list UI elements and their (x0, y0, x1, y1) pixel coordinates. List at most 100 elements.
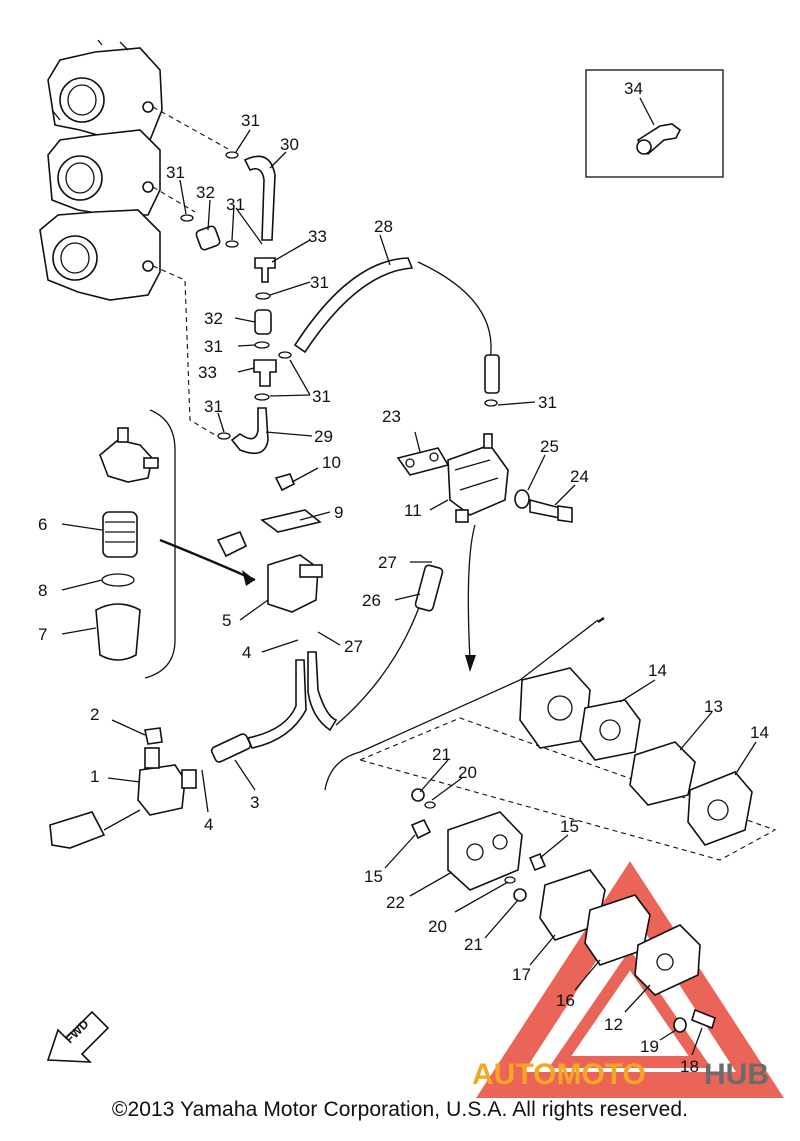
callout-29: 29 (314, 427, 333, 446)
joint-3 (210, 733, 252, 763)
callout-1: 1 (90, 767, 99, 786)
callout-25: 25 (540, 437, 559, 456)
nut-15a (410, 818, 432, 840)
filter-element-6 (102, 511, 138, 558)
callout-7: 7 (38, 625, 47, 644)
callout-21: 21 (464, 935, 483, 954)
callout-5: 5 (222, 611, 231, 630)
callout-18: 18 (680, 1057, 699, 1076)
callout-23: 23 (382, 407, 401, 426)
washer-25 (514, 489, 530, 509)
callout-4: 4 (204, 815, 213, 834)
callout-15: 15 (364, 867, 383, 886)
callout-16: 16 (556, 991, 575, 1010)
callout-31: 31 (204, 397, 223, 416)
fuel-plug (49, 811, 106, 849)
callout-12: 12 (604, 1015, 623, 1034)
carburetor-assembly (39, 39, 163, 301)
callout-20: 20 (428, 917, 447, 936)
part-34-box (585, 69, 724, 178)
callout-34: 34 (624, 79, 643, 98)
callout-27: 27 (378, 553, 397, 572)
callout-28: 28 (374, 217, 393, 236)
callout-2: 2 (90, 705, 99, 724)
hose-28-end (484, 354, 500, 394)
callout-10: 10 (322, 453, 341, 472)
watermark-auto: AUTOMOTO (472, 1058, 646, 1091)
callout-13: 13 (704, 697, 723, 716)
bracket-9 (260, 509, 322, 533)
o-ring-8 (101, 573, 135, 587)
callout-24: 24 (570, 467, 589, 486)
callout-27: 27 (344, 637, 363, 656)
callout-20: 20 (458, 763, 477, 782)
callout-21: 21 (432, 745, 451, 764)
pump-body (519, 667, 591, 749)
callout-30: 30 (280, 135, 299, 154)
callout-26: 26 (362, 591, 381, 610)
hose-lower-left (246, 659, 307, 749)
callout-31: 31 (310, 273, 329, 292)
callout-31: 31 (204, 337, 223, 356)
callout-31: 31 (166, 163, 185, 182)
callout-9: 9 (334, 503, 343, 522)
gasket-14b (687, 771, 753, 846)
fuel-connector-1 (137, 764, 186, 816)
pump-cover-22 (447, 811, 523, 891)
callout-15: 15 (560, 817, 579, 836)
callout-31: 31 (226, 195, 245, 214)
hose-29 (230, 407, 269, 455)
bolt-24 (529, 498, 561, 519)
tee-33-lower (253, 359, 277, 387)
callout-17: 17 (512, 965, 531, 984)
nut-15b (528, 852, 547, 872)
clip-20a (424, 801, 436, 809)
washer-19 (673, 1017, 687, 1033)
hose-30 (243, 155, 276, 241)
callout-32: 32 (204, 309, 223, 328)
gasket-23 (396, 447, 450, 476)
filter-cup-7 (95, 603, 141, 661)
screw-21b (513, 888, 527, 902)
callout-33: 33 (198, 363, 217, 382)
watermark-hub: HUB (704, 1058, 769, 1091)
bolt-18 (691, 1008, 716, 1030)
callout-11: 11 (404, 501, 422, 520)
hose-28 (293, 257, 414, 354)
pump-base-12 (634, 924, 701, 996)
callout-14: 14 (750, 723, 769, 742)
hose-lower-right (307, 651, 338, 732)
callout-labels: 31 30 31 32 31 33 31 28 32 31 33 31 31 2… (38, 79, 769, 1076)
tee-33-upper (254, 257, 276, 283)
callout-31: 31 (241, 111, 260, 130)
nut-10 (274, 473, 296, 492)
callout-22: 22 (386, 893, 405, 912)
watermark-text: AUTOMOTO HUB (472, 1058, 769, 1091)
callout-3: 3 (250, 793, 259, 812)
gasket-14a (579, 699, 641, 761)
joint-26 (414, 564, 444, 612)
joint-32 (195, 225, 221, 251)
copyright-notice: ©2013 Yamaha Motor Corporation, U.S.A. A… (111, 1098, 689, 1121)
screw-21a (411, 788, 425, 802)
fuel-filter-5 (267, 554, 319, 613)
watermark-logo (476, 861, 784, 1098)
callout-8: 8 (38, 581, 47, 600)
callout-19: 19 (640, 1037, 659, 1056)
callout-6: 6 (38, 515, 47, 534)
fuel-pump-11 (447, 444, 509, 516)
bolt-bracket (216, 530, 248, 558)
screw-2 (144, 727, 163, 745)
fwd-arrow: FWD (46, 1010, 110, 1063)
clips-31 (180, 151, 498, 440)
callout-14: 14 (648, 661, 667, 680)
callout-31: 31 (538, 393, 557, 412)
callout-4: 4 (242, 643, 251, 662)
callout-32: 32 (196, 183, 215, 202)
callout-31: 31 (312, 387, 331, 406)
clip-20b (504, 876, 516, 884)
callout-33: 33 (308, 227, 327, 246)
joint-32-lower (254, 309, 272, 335)
